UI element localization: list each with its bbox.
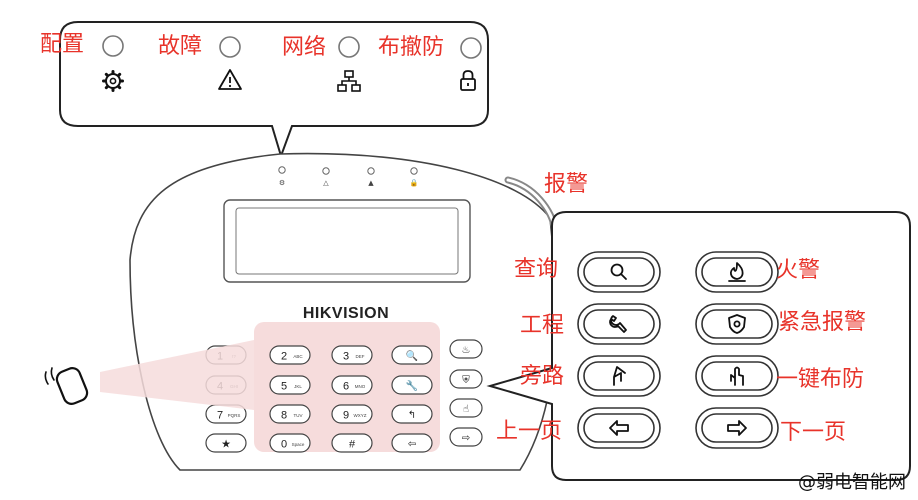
flame-icon [728,262,746,282]
key-5[interactable]: 5 JKL [269,375,311,395]
key-hash-label: # [349,439,356,451]
fault-led [219,36,241,58]
label-prev-page: 上一页 [496,419,563,444]
key-5-letters: JKL [294,384,302,389]
key-2-label: 2 [281,351,287,363]
small-key-fire[interactable]: ♨ [449,339,483,359]
key-0-label: 0 [281,439,287,451]
card-reader-zone [44,340,254,410]
label-arm: 布撤防 [378,35,445,60]
function-key-one-key-arm[interactable] [695,355,779,397]
key-2[interactable]: 2 ABC [269,345,311,365]
key-6-label: 6 [343,381,349,393]
key-0[interactable]: 0 Space [269,433,311,453]
key-3[interactable]: 3 DEF [331,345,373,365]
key-2-letters: ABC [293,354,303,359]
warning-icon [218,69,242,90]
small-key-one-key-arm-icon: ☝ [463,404,469,415]
key-9-label: 9 [343,410,349,422]
key-hash[interactable]: # [331,433,373,453]
key-star-label: ★ [221,439,231,451]
label-fault: 故障 [158,34,203,59]
small-key-prev[interactable]: ⇦ [391,433,433,453]
small-key-query-icon: 🔍 [406,349,418,362]
watermark: @弱电智能网 [798,472,906,493]
label-alarm: 报警 [544,172,589,197]
label-query: 查询 [514,257,559,282]
function-key-prev-page[interactable] [577,407,661,449]
svg-text:▲: ▲ [368,179,374,187]
small-key-prev-icon: ⇦ [408,439,416,450]
config-led [102,35,124,57]
key-7[interactable]: 7 PQRS [205,404,247,424]
function-key-fire[interactable] [695,251,779,293]
small-key-bypass[interactable]: ↰ [391,404,433,424]
small-key-engineering[interactable]: 🔧 [391,375,433,395]
hand-icon [730,366,744,386]
key-3-letters: DEF [356,354,365,359]
bypass-icon [613,366,626,386]
function-key-bypass[interactable] [577,355,661,397]
small-key-emergency[interactable]: ⛨ [449,369,483,389]
arm-led [460,37,482,59]
svg-text:△: △ [323,179,329,187]
small-key-emergency-icon: ⛨ [462,375,470,386]
small-key-bypass-icon: ↰ [408,410,416,421]
label-network: 网络 [282,35,327,60]
lock-icon [460,70,476,91]
label-fire: 火警 [776,258,821,283]
label-one-key-arm: 一键布防 [776,367,865,392]
right-icon [727,420,747,436]
search-icon [610,263,627,280]
key-6-letters: MNO [355,384,366,389]
label-bypass: 旁路 [520,364,565,389]
key-0-letters: Space [292,442,305,447]
key-9-letters: WXYZ [354,413,367,418]
label-config: 配置 [40,32,85,57]
network-led [338,36,360,58]
svg-text:⚙: ⚙ [279,179,285,187]
gear-icon [102,70,124,92]
indicator-callout [59,21,489,160]
key-3-label: 3 [343,351,349,363]
card-icon [55,367,89,405]
function-key-callout [486,211,911,481]
label-engineering: 工程 [520,313,565,338]
network-icon [337,70,361,92]
function-key-engineering[interactable] [577,303,661,345]
shield-icon [728,314,746,334]
key-9[interactable]: 9 WXYZ [331,404,373,424]
label-next-page: 下一页 [780,420,847,445]
key-8-letters: TUV [294,413,303,418]
small-key-next[interactable]: ⇨ [449,427,483,447]
key-5-label: 5 [281,381,287,393]
keypad-body: ⚙△ ▲🔒 HIKVISION 1!?2ABC3DEF4GHI5JKL6MNO7… [129,152,559,471]
key-6[interactable]: 6 MNO [331,375,373,395]
small-key-one-key-arm[interactable]: ☝ [449,398,483,418]
function-key-next-page[interactable] [695,407,779,449]
key-star[interactable]: ★ [205,433,247,453]
function-key-query[interactable] [577,251,661,293]
key-8[interactable]: 8 TUV [269,404,311,424]
svg-text:🔒: 🔒 [410,179,419,187]
function-key-emergency[interactable] [695,303,779,345]
small-key-engineering-icon: 🔧 [406,379,418,392]
wrench-icon [609,315,627,333]
key-7-letters: PQRS [228,413,241,418]
key-7-label: 7 [217,410,223,422]
small-key-fire-icon: ♨ [462,345,471,356]
key-8-label: 8 [281,410,287,422]
label-emergency: 紧急报警 [778,310,867,335]
small-key-query[interactable]: 🔍 [391,345,433,365]
left-icon [609,420,629,436]
small-key-next-icon: ⇨ [462,433,470,444]
brand-logo: HIKVISION [303,305,389,322]
